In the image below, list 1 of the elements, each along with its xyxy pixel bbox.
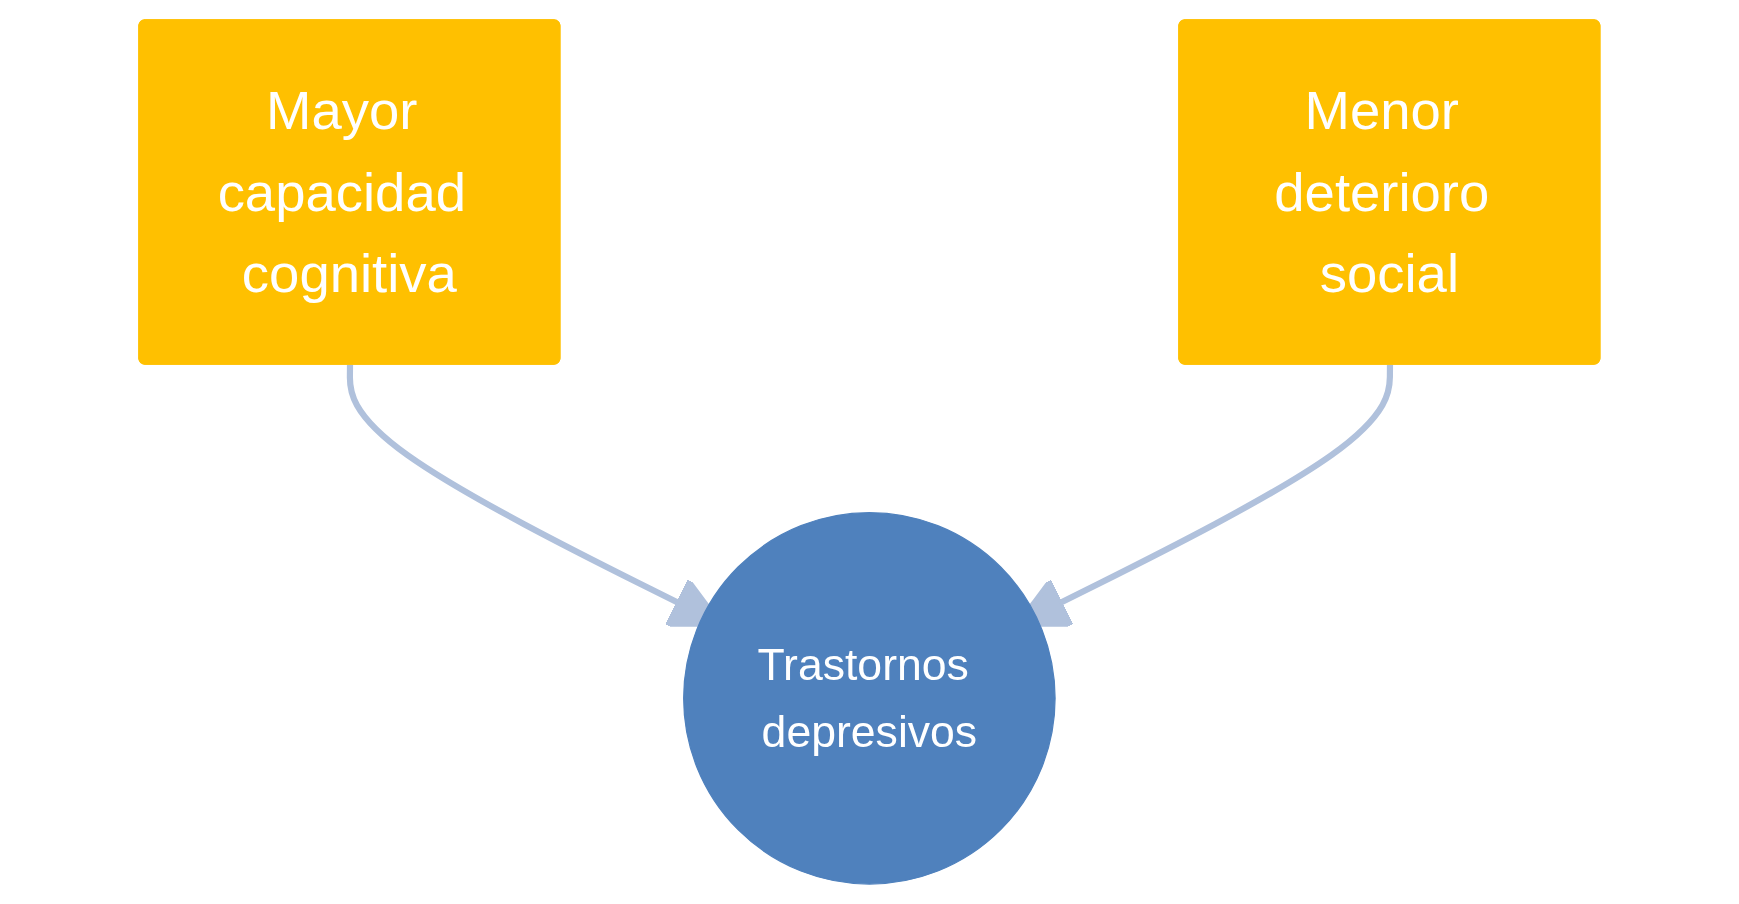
node-circle: Trastornos depresivos (683, 512, 1056, 885)
